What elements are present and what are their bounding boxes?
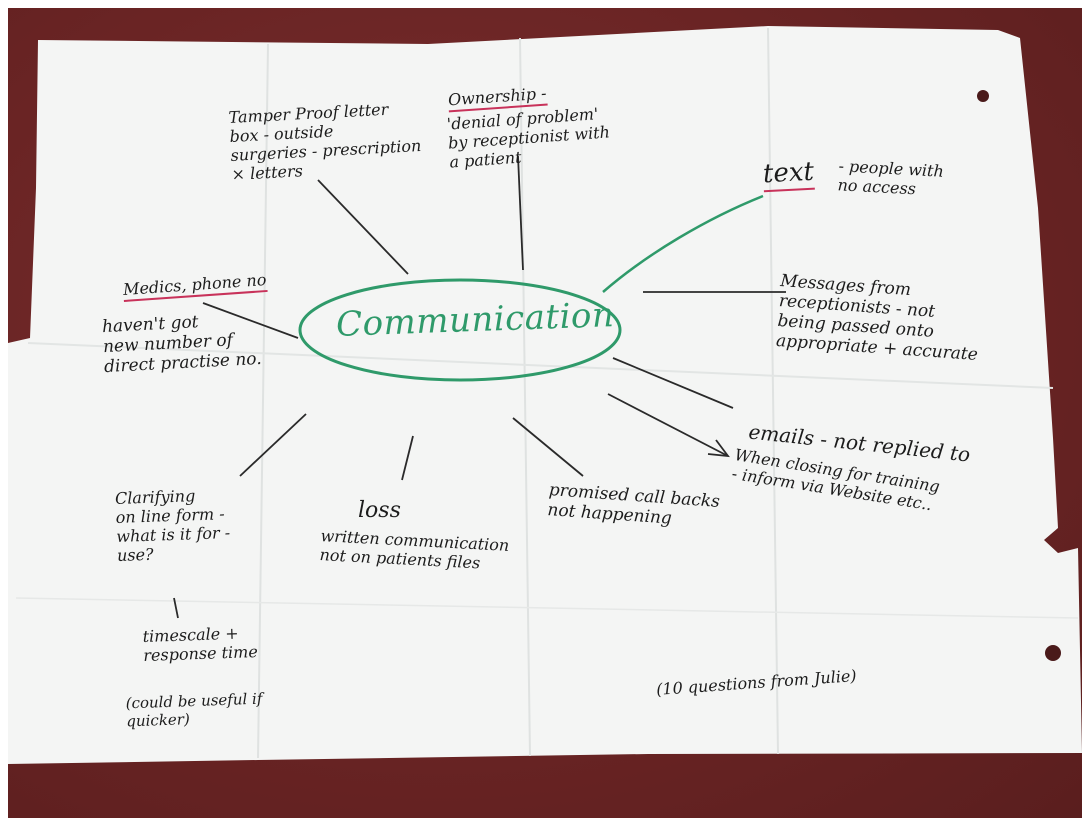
note-clarifying: Clarifying on line form - what is it for… [114,486,231,565]
note-tamper-proof: Tamper Proof letter box - outside surger… [228,99,422,184]
punch-hole [977,90,989,102]
flipchart-paper [8,26,1082,764]
punch-hole [1045,645,1061,661]
branch-line [612,357,734,409]
fold-crease [767,27,779,755]
branch-line [512,417,584,477]
note-text-title: text [762,156,815,193]
fold-crease [15,597,1079,619]
fold-crease [519,37,531,757]
branch-line [239,413,307,477]
fold-crease [27,342,1054,389]
center-oval [298,278,622,382]
fold-crease [257,43,269,759]
note-ownership-body: 'denial of problem' by receptionist with… [446,104,611,172]
note-messages: Messages from receptionists - not being … [775,271,979,366]
paper-sheet [8,26,1082,764]
branch-line-green [602,194,764,293]
note-timescale: timescale + response time [142,623,259,665]
branch-line [517,155,524,271]
note-useful: (could be useful if quicker) [125,689,263,731]
branch-line [202,302,299,339]
note-medics-body: haven't got new number of direct practis… [101,312,263,378]
note-loss: loss [358,498,401,523]
note-ownership-title: Ownership - [447,83,548,113]
branch-line [401,435,414,481]
note-text-body: - people with no access [837,156,945,199]
branch-line [173,597,179,619]
flipchart-photo: Communication Tamper Proof letter box - … [8,8,1082,818]
arrow-head [707,439,730,458]
branch-line [607,393,727,456]
branch-line [317,179,409,275]
